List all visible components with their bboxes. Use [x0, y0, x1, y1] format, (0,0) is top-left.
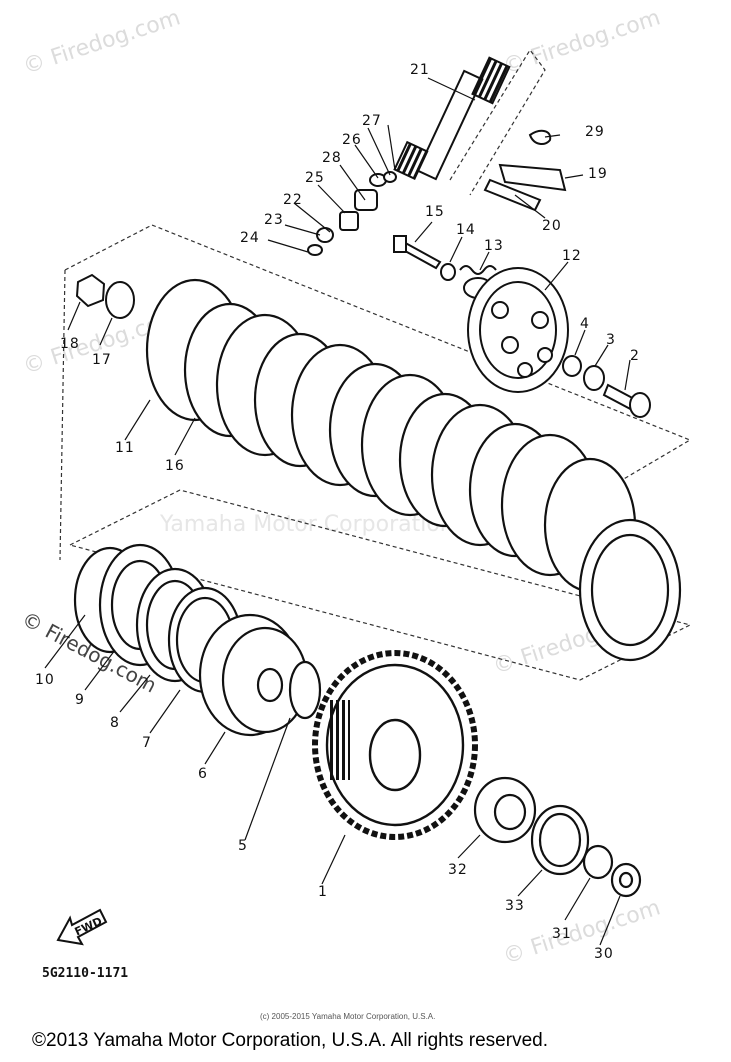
callout-6: 6 [198, 766, 208, 782]
callout-21: 21 [410, 62, 430, 78]
callout-3: 3 [606, 332, 616, 348]
callout-24: 24 [240, 230, 260, 246]
dashed-boxes [59, 48, 692, 681]
diagram-part-code: 5G2110-1171 [42, 966, 129, 981]
callout-25: 25 [305, 170, 325, 186]
callout-8: 8 [110, 715, 120, 731]
push-rod-assembly [307, 56, 511, 256]
bearing-set [473, 776, 642, 898]
callout-22: 22 [283, 192, 303, 208]
nut-washer [75, 273, 135, 319]
callout-11: 11 [115, 440, 135, 456]
forward-arrow [56, 908, 108, 946]
callout-32: 32 [448, 862, 468, 878]
callout-12: 12 [562, 248, 582, 264]
leader-lines [44, 77, 631, 946]
callout-27: 27 [362, 113, 382, 129]
footer-copyright: ©2013 Yamaha Motor Corporation, U.S.A. A… [32, 1030, 548, 1051]
callout-20: 20 [542, 218, 562, 234]
callout-26: 26 [342, 132, 362, 148]
callout-4: 4 [580, 316, 590, 332]
lower-plates [73, 543, 243, 694]
callout-10: 10 [35, 672, 55, 688]
callout-19: 19 [588, 166, 608, 182]
pressure-plate [467, 267, 569, 393]
lever-parts [483, 129, 567, 212]
callout-17: 17 [92, 352, 112, 368]
callout-5: 5 [238, 838, 248, 854]
callout-33: 33 [505, 898, 525, 914]
bearing-pushpiece [562, 355, 651, 418]
clutch-plate-stack [145, 278, 682, 662]
callout-2: 2 [630, 348, 640, 364]
callout-15: 15 [425, 204, 445, 220]
callout-1: 1 [318, 884, 328, 900]
clutch-boss [198, 613, 322, 737]
callout-30: 30 [594, 946, 614, 962]
callout-31: 31 [552, 926, 572, 942]
callout-29: 29 [585, 124, 605, 140]
callout-16: 16 [165, 458, 185, 474]
callout-18: 18 [60, 336, 80, 352]
callout-9: 9 [75, 692, 85, 708]
callout-14: 14 [456, 222, 476, 238]
watermark-brand: Yamaha Motor Corporation [160, 512, 454, 537]
diagram-small-copyright: (c) 2005-2015 Yamaha Motor Corporation, … [260, 1012, 436, 1021]
callout-13: 13 [484, 238, 504, 254]
primary-driven-gear [312, 650, 478, 840]
callout-7: 7 [142, 735, 152, 751]
callout-28: 28 [322, 150, 342, 166]
callout-23: 23 [264, 212, 284, 228]
